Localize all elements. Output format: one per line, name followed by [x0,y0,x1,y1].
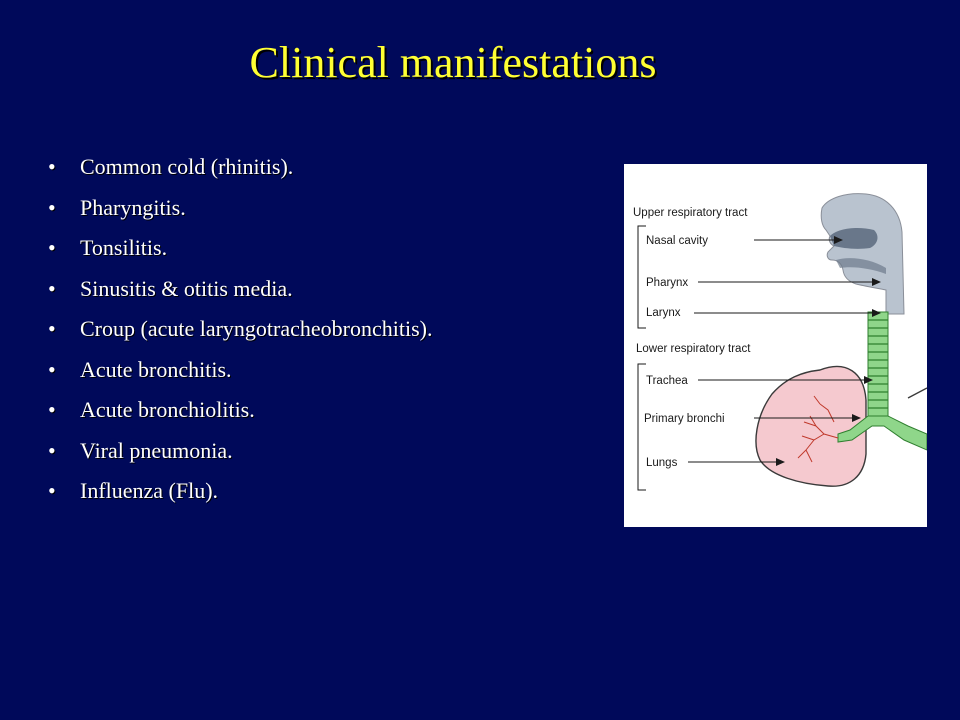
slide-title: Clinical manifestations [249,38,657,87]
list-item-text: Acute bronchiolitis. [80,397,255,422]
bullet-list: • Common cold (rhinitis). • Pharyngitis. •… [48,154,608,519]
bullet-icon: • [48,437,56,463]
list-item-text: Viral pneumonia. [80,437,233,463]
list-item: • Viral pneumonia. [48,438,608,479]
list-item-text: Acute bronchitis. [80,356,232,382]
list-item: • Tonsilitis. [48,235,608,276]
label-larynx: Larynx [646,307,681,319]
bullet-icon: • [48,316,56,341]
label-nasal-cavity: Nasal cavity [646,235,708,247]
label-lungs: Lungs [646,457,678,469]
primary-bronchi-shape [837,415,927,451]
label-pharynx: Pharynx [646,277,688,289]
lower-tract-bracket [637,363,646,491]
list-item: • Croup (acute laryngotracheobronchitis). [48,316,608,357]
list-item-text: Tonsilitis. [80,235,168,260]
list-item-text: Common cold (rhinitis). [80,154,294,179]
bullet-icon: • [48,397,56,422]
list-item: • Acute bronchitis. [48,357,608,398]
mouth-shape [836,258,886,274]
head-silhouette [820,193,905,315]
list-item: • Common cold (rhinitis). [48,154,608,195]
bronchial-tree [797,395,839,463]
bullet-icon: • [48,356,56,382]
bullet-icon: • [48,154,56,179]
list-item-text: Croup (acute laryngotracheobronchitis). [80,316,433,341]
label-arrows [688,236,881,466]
right-lung-edge [907,387,927,399]
left-lung-shape [755,365,867,487]
list-item-text: Sinusitis & otitis media. [80,275,293,301]
bullet-icon: • [48,275,56,301]
list-item: • Acute bronchiolitis. [48,397,608,438]
label-primary-bronchi: Primary bronchi [644,413,725,425]
list-item-text: Pharyngitis. [80,194,186,220]
label-trachea: Trachea [646,375,688,387]
list-item: • Pharyngitis. [48,195,608,236]
upper-tract-heading: Upper respiratory tract [633,207,748,219]
lower-tract-heading: Lower respiratory tract [636,343,751,355]
list-item: • Influenza (Flu). [48,478,608,519]
bullet-icon: • [48,478,56,503]
upper-tract-bracket [637,225,646,329]
bullet-icon: • [48,194,56,220]
list-item: • Sinusitis & otitis media. [48,276,608,317]
respiratory-tract-diagram: Upper respiratory tract Lower respirator… [624,164,927,527]
list-item-text: Influenza (Flu). [80,478,219,503]
bullet-icon: • [48,235,56,260]
respiratory-tract-illustration: Upper respiratory tract Lower respirator… [633,193,927,491]
